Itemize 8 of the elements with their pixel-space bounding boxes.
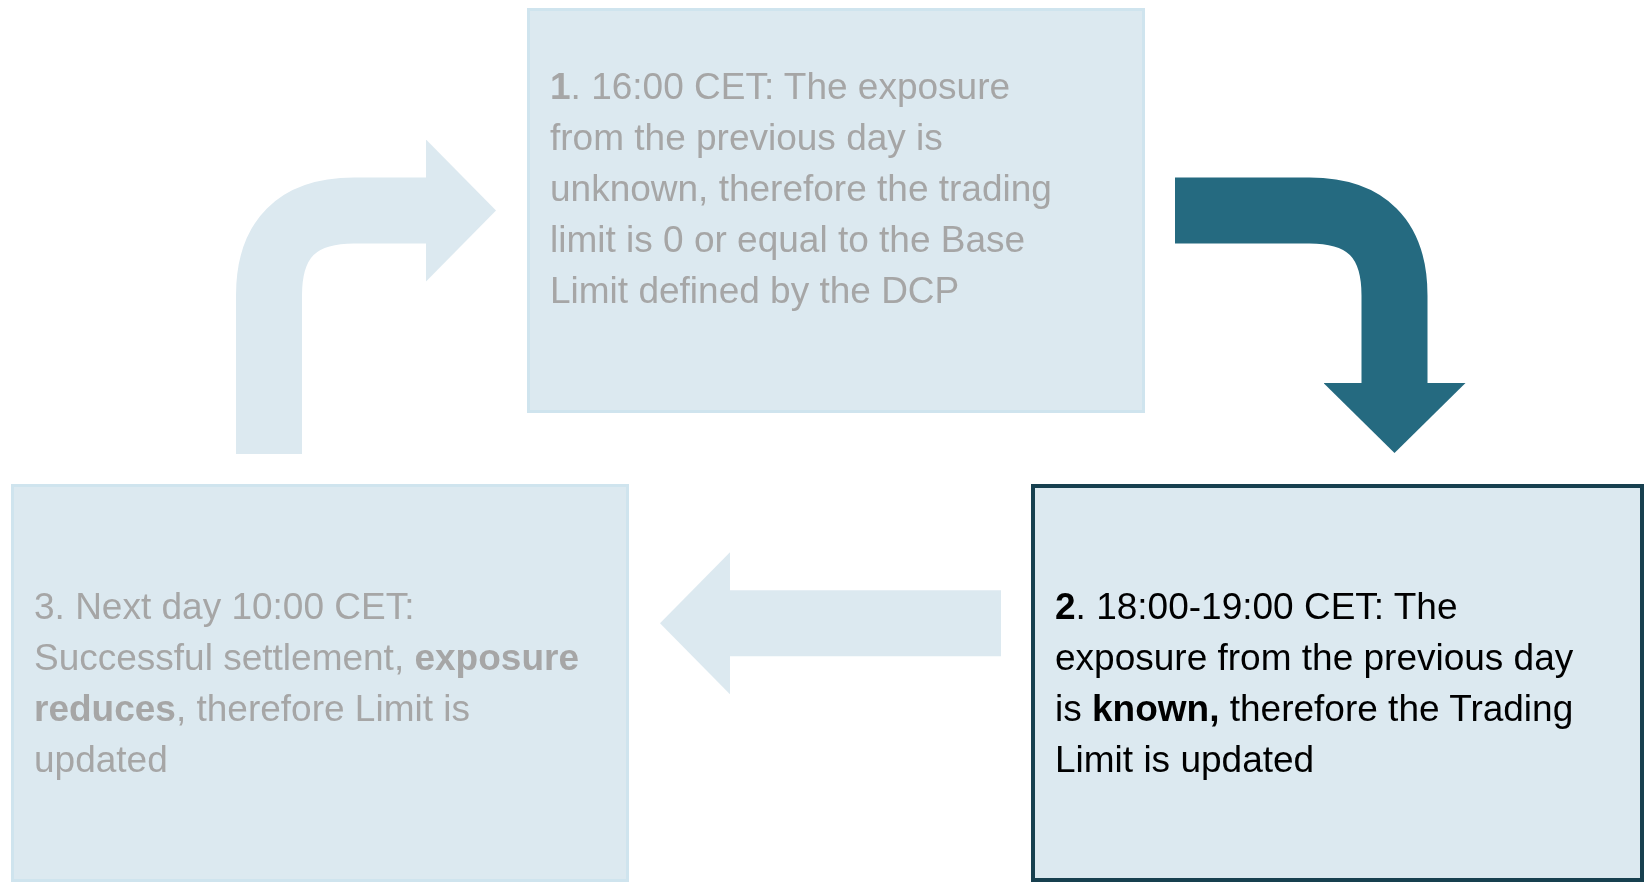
- step-text: 1. 16:00 CET: The exposure from the previous day is unknown, therefore the trading limit is 0 or equal to the Base Limit defined by the DCP: [550, 65, 1053, 313]
- block-arrow: [236, 139, 496, 454]
- block-arrow: [660, 552, 1001, 695]
- process-box: [11, 484, 629, 882]
- process-box: [1031, 484, 1644, 882]
- step-text: 2. 18:00-19:00 CET: The exposure from the previous day is known, therefore the Trading Limit is updated: [1055, 585, 1575, 782]
- step-text: 3. Next day 10:00 CET: Successful settlement, exposure reduces, therefore Limit is updated: [34, 585, 580, 782]
- process-box: [527, 8, 1145, 413]
